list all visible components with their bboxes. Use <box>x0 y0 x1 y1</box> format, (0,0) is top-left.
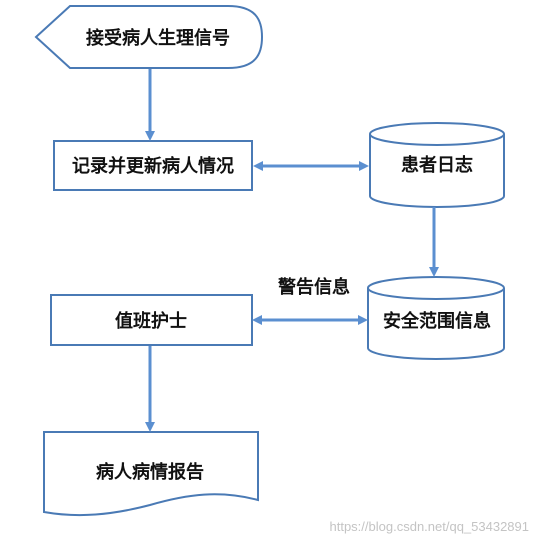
edge-warning-label: 警告信息 <box>278 276 350 298</box>
process-box <box>50 294 253 346</box>
node-report-label: 病人病情报告 <box>96 461 204 483</box>
node-duty-nurse: 值班护士 <box>50 294 253 346</box>
node-duty-nurse-label: 值班护士 <box>115 310 187 332</box>
cylinder-body <box>369 134 505 208</box>
watermark-text: https://blog.csdn.net/qq_53432891 <box>330 519 530 534</box>
node-patient-log: 患者日志 <box>369 122 505 208</box>
cylinder-top <box>367 276 505 300</box>
node-receive-signal: 接受病人生理信号 <box>34 5 264 69</box>
cylinder-body <box>367 288 505 360</box>
display-shape <box>34 5 264 69</box>
node-safe-range-label: 安全范围信息 <box>383 310 491 332</box>
node-receive-signal-label: 接受病人生理信号 <box>86 27 230 49</box>
cylinder-top <box>369 122 505 146</box>
node-safe-range: 安全范围信息 <box>367 276 505 360</box>
document-shape <box>43 431 259 517</box>
node-record-update: 记录并更新病人情况 <box>53 140 253 191</box>
process-box <box>53 140 253 191</box>
node-report: 病人病情报告 <box>43 431 259 517</box>
node-record-update-label: 记录并更新病人情况 <box>72 155 234 177</box>
node-patient-log-label: 患者日志 <box>401 154 473 176</box>
